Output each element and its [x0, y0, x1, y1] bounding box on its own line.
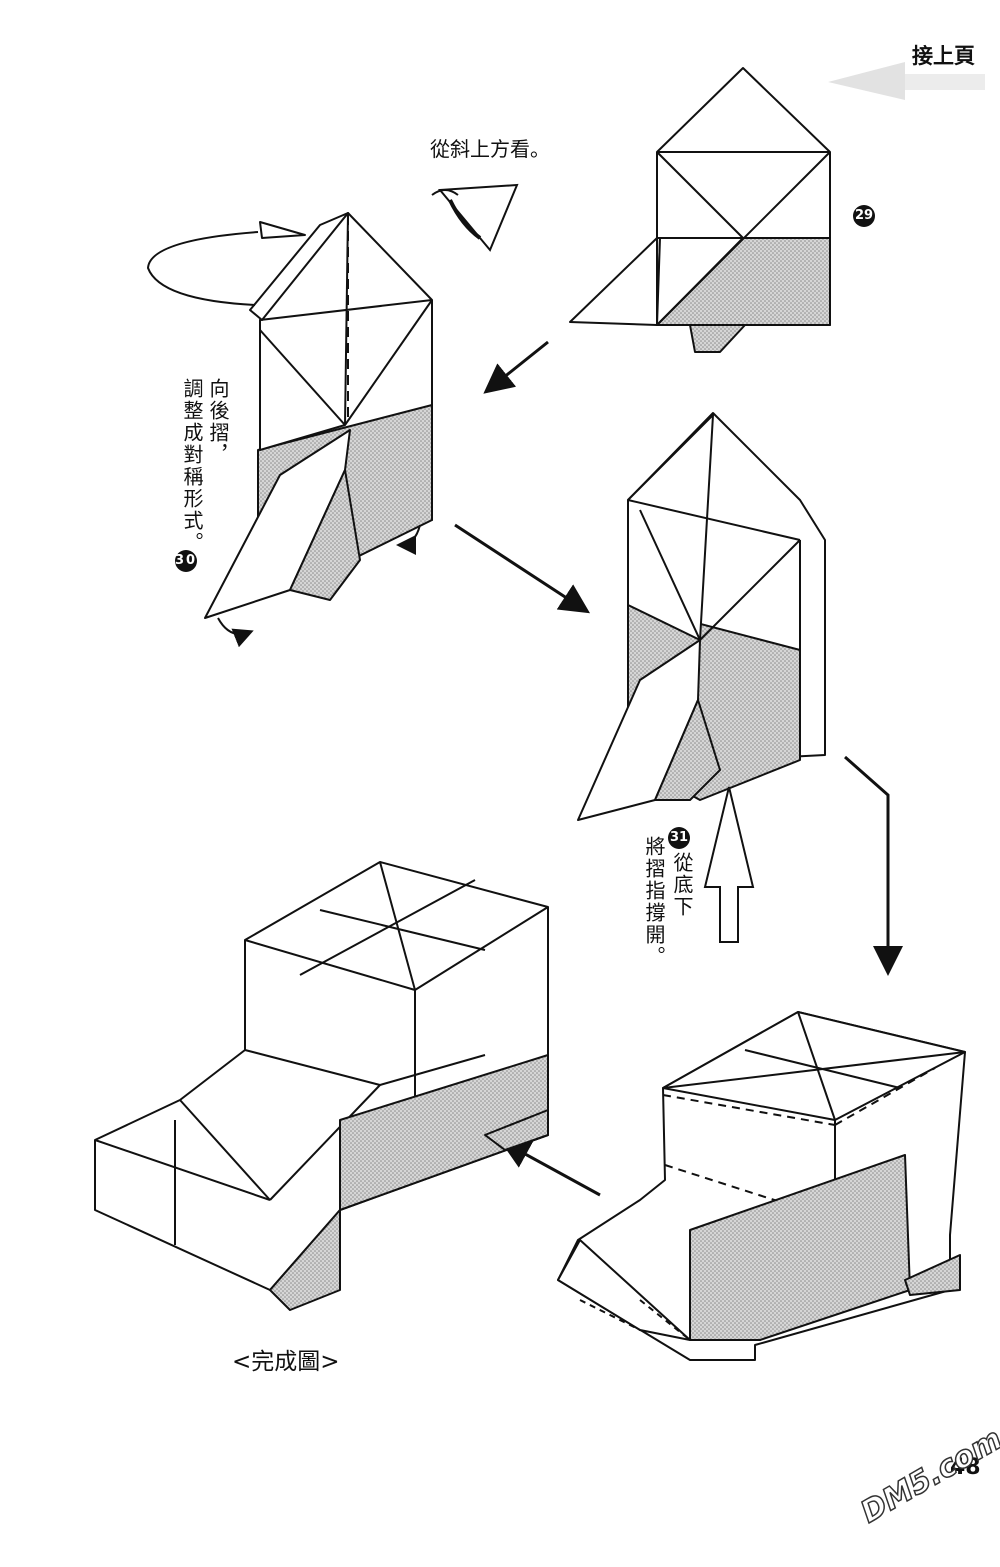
- step-31-note-line1: 從底下: [670, 852, 694, 918]
- step-30-note: 30: [175, 352, 197, 572]
- flow-arrow-icon: [454, 523, 591, 614]
- flow-arrow-icon: [499, 1140, 601, 1197]
- push-up-arrow-icon: [703, 786, 755, 943]
- eye-view-icon: [431, 183, 519, 252]
- step-29-figure: [569, 67, 831, 353]
- step-30-note-line1: 向後摺，: [206, 378, 230, 466]
- step-31-badge: 31: [668, 826, 690, 849]
- finished-caption: <完成圖>: [232, 1349, 340, 1375]
- page-number: 48: [950, 1455, 981, 1480]
- step-31-note-line2: 將摺指撐開。: [642, 836, 666, 968]
- flow-arrow-icon: [844, 755, 903, 976]
- step-32-figure: [557, 1011, 966, 1361]
- step-29-badge: 29: [853, 204, 875, 227]
- continue-label: 接上頁: [912, 44, 975, 68]
- step-30-note-line2: 調整成對稱形式。: [180, 378, 204, 554]
- step-31-figure: [577, 412, 826, 821]
- flow-arrow-icon: [483, 340, 549, 394]
- step-31-number: 31: [668, 827, 690, 849]
- continue-arrow-icon: [828, 62, 985, 100]
- step-29-number: 29: [853, 205, 875, 227]
- finished-figure: [94, 861, 549, 1311]
- step-30-number: 30: [175, 550, 197, 572]
- step-29-note: 從斜上方看。: [430, 137, 550, 161]
- step-30-figure: [147, 212, 433, 648]
